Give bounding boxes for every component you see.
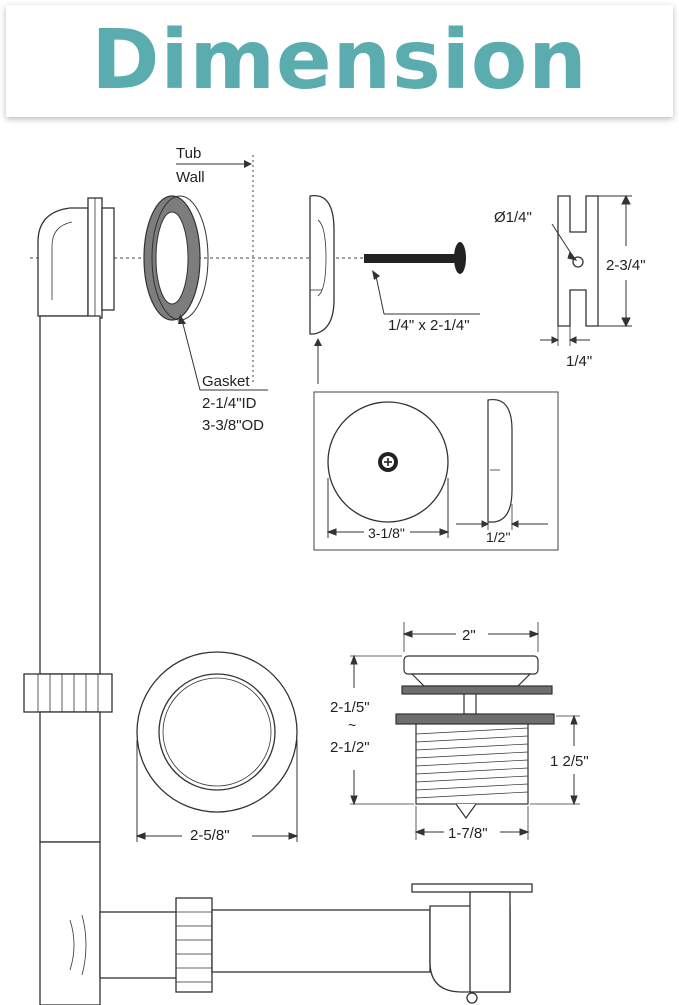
gasket-callout: Gasket 2-1/4"ID 3-3/8"OD <box>178 314 268 434</box>
gasket-label: Gasket <box>202 373 250 390</box>
thread-width-label: 1-7/8" <box>448 825 488 842</box>
wall-label: Wall <box>176 169 205 186</box>
tub-wall-callout: Tub Wall <box>176 145 252 186</box>
ring-dimensions <box>135 740 299 842</box>
stopper-tilde-label: ~ <box>348 717 356 733</box>
stopper-assembly <box>395 655 555 820</box>
horizontal-drain-pipe <box>99 911 181 979</box>
bracket-plate <box>557 195 599 327</box>
thread-height-label: 1 2/5" <box>550 753 589 770</box>
cover-diameter-label: 3-1/8" <box>368 525 405 541</box>
gasket <box>143 195 209 321</box>
stopper-dimensions <box>350 622 580 840</box>
gasket-id-label: 2-1/4"ID <box>202 395 257 412</box>
page-title: Dimension <box>91 13 588 108</box>
cover-depth-label: 1/2" <box>486 529 510 545</box>
overflow-pipe <box>39 315 101 675</box>
bolt: 1/4" x 2-1/4" <box>364 242 480 334</box>
hole-diameter-label: Ø1/4" <box>494 209 532 226</box>
drain-ring <box>136 651 298 813</box>
cover-dimensions <box>326 478 548 538</box>
bracket-width-label: 1/4" <box>566 353 592 370</box>
stopper-height-max-label: 2-1/2" <box>330 739 370 756</box>
stopper-thread <box>415 723 529 805</box>
overflow-cover-side <box>309 195 335 335</box>
overflow-pipe-assembly <box>23 197 533 1005</box>
bracket-height-label: 2-3/4" <box>606 257 646 274</box>
gasket-od-label: 3-3/8"OD <box>202 417 264 434</box>
stopper-height-min-label: 2-1/5" <box>330 699 370 716</box>
slip-nut-upper <box>23 673 113 713</box>
overflow-cover-front <box>327 401 449 523</box>
title-banner: Dimension <box>6 5 673 117</box>
stopper-flange <box>395 713 555 725</box>
ring-diameter-label: 2-5/8" <box>190 827 230 844</box>
stopper-top-label: 2" <box>462 627 476 644</box>
overflow-elbow <box>37 207 89 317</box>
tub-label: Tub <box>176 145 201 162</box>
bracket-dimensions <box>540 194 632 346</box>
bolt-label: 1/4" x 2-1/4" <box>388 317 470 334</box>
cover-side-detail <box>487 398 513 523</box>
